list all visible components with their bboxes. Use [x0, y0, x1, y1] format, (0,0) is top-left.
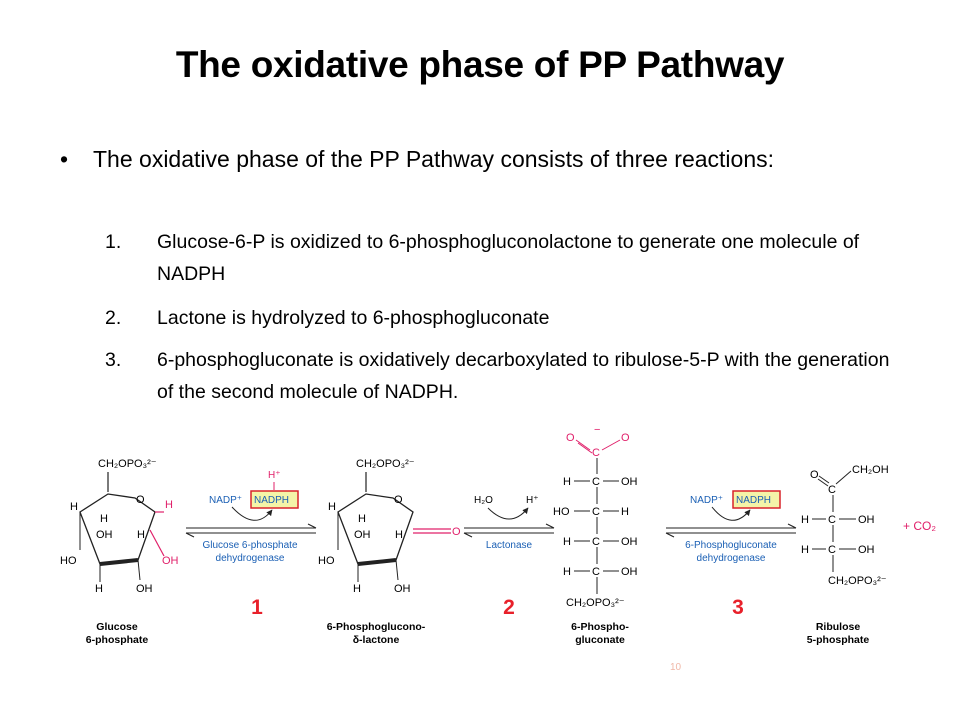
- ch2oh-label: CH₂OH: [852, 464, 889, 476]
- reaction-steps-list: 1. Glucose-6-P is oxidized to 6-phosphog…: [105, 226, 905, 420]
- oh-label: OH: [621, 476, 638, 488]
- compound-name: δ-lactone: [353, 634, 400, 646]
- step-item: 1. Glucose-6-P is oxidized to 6-phosphog…: [105, 226, 905, 290]
- nadp-label: NADP⁺: [690, 495, 723, 506]
- compound-name: 6-Phospho-: [571, 621, 629, 633]
- carbon-label: C: [592, 506, 600, 518]
- h-label: H: [801, 544, 809, 556]
- carbonyl-oxygen: O: [452, 526, 461, 538]
- reaction-2: H₂O H⁺ Lactonase: [463, 495, 555, 551]
- enzyme-label: dehydrogenase: [216, 553, 285, 564]
- charge-label: −: [594, 424, 600, 436]
- step-number: 2.: [105, 307, 122, 329]
- anomeric-oh: OH: [162, 555, 179, 567]
- carboxylate-oxygen: O: [621, 432, 630, 444]
- step-text: Glucose-6-P is oxidized to 6-phosphogluc…: [157, 231, 860, 285]
- oh-label: OH: [858, 514, 875, 526]
- h-label: H: [137, 529, 145, 541]
- h-label: H: [328, 501, 336, 513]
- anomeric-h: H: [165, 499, 173, 511]
- ring-oxygen: O: [136, 494, 145, 506]
- nadp-label: NADP⁺: [209, 495, 242, 506]
- ho-label: HO: [60, 555, 77, 567]
- step-text: 6-phosphogluconate is oxidatively decarb…: [157, 349, 890, 403]
- ch2opo3-label: CH₂OPO₃²⁻: [98, 458, 157, 470]
- h-label: H: [801, 514, 809, 526]
- carbon-label: C: [828, 484, 836, 496]
- nadph-label: NADPH: [736, 495, 771, 506]
- carbon-label: C: [828, 514, 836, 526]
- slide-title: The oxidative phase of PP Pathway: [175, 44, 785, 85]
- compound-name: 5-phosphate: [807, 634, 870, 646]
- oh-label: OH: [96, 529, 113, 541]
- ho-label: HO: [553, 506, 570, 518]
- phosphogluconolactone-structure: CH₂OPO₃²⁻ O O H H OH H HO H OH: [318, 458, 461, 595]
- step-text: Lactone is hydrolyzed to 6-phosphoglucon…: [157, 307, 550, 329]
- co2-byproduct: + CO₂: [903, 519, 936, 533]
- h-plus-label: H⁺: [268, 470, 281, 481]
- page-number: 10: [670, 662, 682, 673]
- ch2opo3-label: CH₂OPO₃²⁻: [828, 575, 887, 587]
- h-label: H: [621, 506, 629, 518]
- compound-name: Glucose: [96, 621, 138, 633]
- enzyme-label: 6-Phosphogluconate: [685, 540, 777, 551]
- enzyme-label: Glucose 6-phosphate: [202, 540, 298, 551]
- h-label: H: [563, 536, 571, 548]
- ring-oxygen: O: [394, 494, 403, 506]
- oh-label: OH: [621, 536, 638, 548]
- carbon-label: C: [828, 544, 836, 556]
- bullet-text: The oxidative phase of the PP Pathway co…: [93, 146, 775, 172]
- ch2opo3-label: CH₂OPO₃²⁻: [566, 597, 625, 609]
- step-number-2: 2: [503, 596, 515, 619]
- enzyme-label: Lactonase: [486, 540, 533, 551]
- oh-label: OH: [621, 566, 638, 578]
- carboxylate-oxygen: O: [566, 432, 575, 444]
- nadph-highlight-box: [250, 490, 299, 509]
- compound-name: Ribulose: [816, 621, 860, 633]
- glucose-6-phosphate-structure: CH₂OPO₃²⁻ O H OH H H OH H HO H OH: [60, 458, 179, 595]
- ketone-oxygen: O: [810, 469, 819, 481]
- reaction-1: H⁺ NADP⁺ NADPH Glucose 6-phosphate dehyd…: [185, 470, 317, 564]
- ch2opo3-label: CH₂OPO₃²⁻: [356, 458, 415, 470]
- oh-label: OH: [354, 529, 371, 541]
- step-number-1: 1: [251, 596, 263, 619]
- step-item: 3. 6-phosphogluconate is oxidatively dec…: [105, 344, 905, 408]
- oh-label: OH: [858, 544, 875, 556]
- h-plus-label: H⁺: [526, 495, 539, 506]
- carbon-label: C: [592, 476, 600, 488]
- ribulose-5-phosphate-structure: CH₂OH O C H C OH H C OH CH₂OPO₃²⁻ + CO₂: [801, 464, 936, 587]
- carbon-label: C: [592, 566, 600, 578]
- nadph-label: NADPH: [254, 495, 289, 506]
- h-label: H: [395, 529, 403, 541]
- step-number-3: 3: [732, 596, 744, 619]
- h-label: H: [100, 513, 108, 525]
- compound-name: 6-Phosphoglucono-: [327, 621, 426, 633]
- h-label: H: [353, 583, 361, 595]
- oh-label: OH: [394, 583, 411, 595]
- h-label: H: [563, 476, 571, 488]
- reaction-3: NADP⁺ NADPH 6-Phosphogluconate dehydroge…: [665, 490, 797, 564]
- h-label: H: [70, 501, 78, 513]
- h-label: H: [95, 583, 103, 595]
- nadph-highlight-box: [732, 490, 781, 509]
- bullet-symbol: •: [60, 146, 69, 172]
- h-label: H: [563, 566, 571, 578]
- oh-label: OH: [136, 583, 153, 595]
- step-number: 3.: [105, 349, 122, 371]
- compound-name: 6-phosphate: [86, 634, 149, 646]
- carbon-label: C: [592, 447, 600, 459]
- water-label: H₂O: [474, 495, 493, 506]
- step-item: 2. Lactone is hydrolyzed to 6-phosphoglu…: [105, 302, 905, 334]
- enzyme-label: dehydrogenase: [697, 553, 766, 564]
- step-number: 1.: [105, 231, 122, 253]
- ho-label: HO: [318, 555, 335, 567]
- compound-name: gluconate: [575, 634, 625, 646]
- carbon-label: C: [592, 536, 600, 548]
- phosphogluconate-structure: O − O C H C OH HO C H H C OH H C OH CH₂O…: [553, 424, 638, 609]
- h-label: H: [358, 513, 366, 525]
